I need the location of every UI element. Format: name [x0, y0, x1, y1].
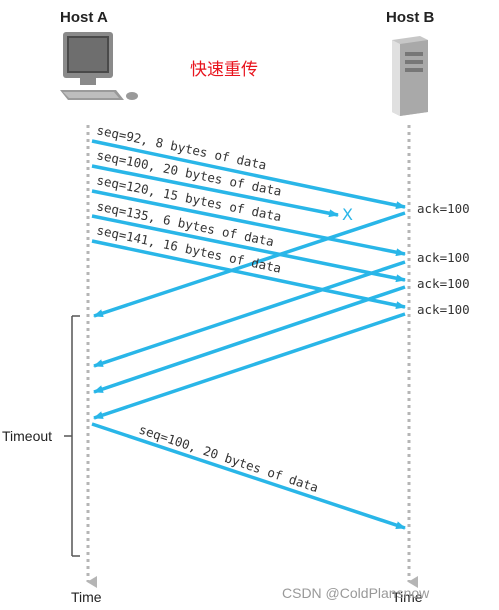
timeout-bracket: [64, 315, 80, 557]
ack-label-2: ack=100: [417, 250, 470, 265]
ack-arrow-4: [93, 312, 406, 420]
segment-arrow-5: [91, 239, 406, 310]
ack-arrow-1: [93, 211, 406, 318]
timeout-label: Timeout: [2, 428, 52, 444]
host-b-label: Host B: [386, 9, 435, 26]
retransmit-arrow: [91, 422, 406, 530]
host-a-label: Host A: [60, 9, 108, 26]
lost-marker: X: [342, 205, 353, 224]
retransmit-label: seq=100, 20 bytes of data: [137, 422, 320, 496]
ack-label-1: ack=100: [417, 201, 470, 216]
diagram-title: 快速重传: [190, 60, 258, 80]
time-label-host-b: Time: [392, 589, 423, 605]
watermark: CSDN @ColdPlansnow: [282, 585, 430, 601]
segment-arrow-1: [91, 139, 406, 210]
desktop-computer-icon: [60, 32, 138, 100]
ack-arrow-3: [93, 285, 406, 394]
segment-arrow-2-lost: [91, 164, 339, 218]
server-tower-icon: [392, 36, 428, 116]
ack-label-4: ack=100: [417, 302, 470, 317]
ack-arrow-2: [93, 260, 406, 368]
segment-arrow-3: [91, 189, 406, 257]
segment-arrow-4: [91, 214, 406, 283]
ack-label-3: ack=100: [417, 276, 470, 291]
time-label-host-a: Time: [71, 589, 102, 605]
